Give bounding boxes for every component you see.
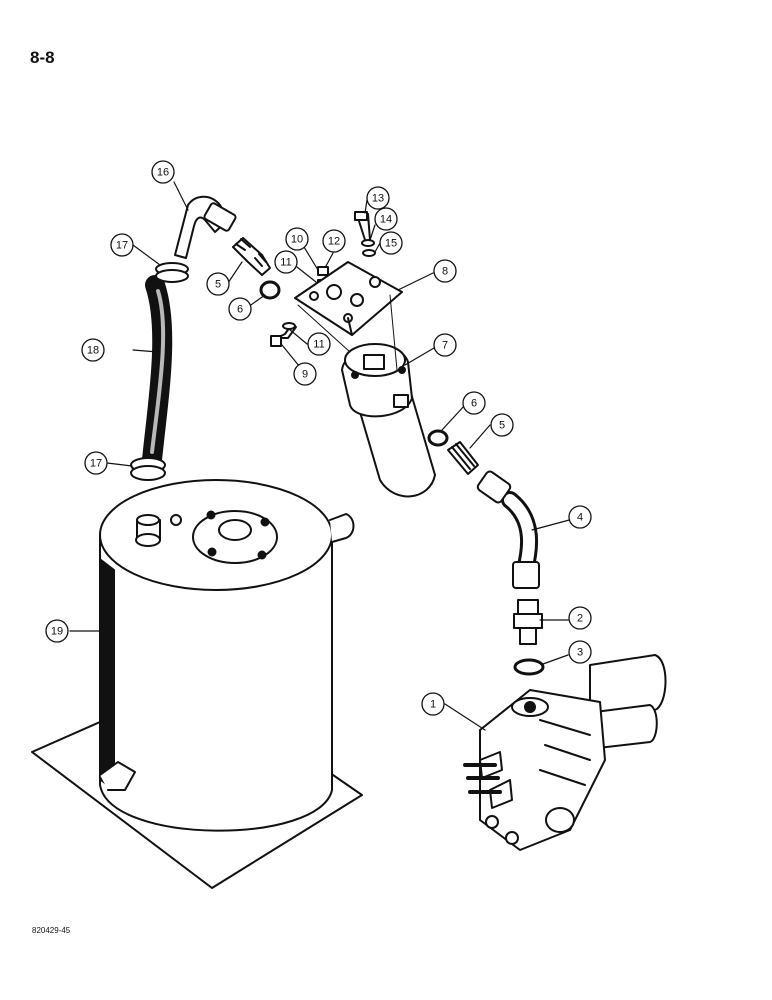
callout-17: 17 — [84, 451, 108, 475]
callout-label: 5 — [499, 420, 505, 432]
callout-17: 17 — [110, 233, 134, 257]
hydraulic-filter — [297, 294, 436, 498]
callout-label: 12 — [328, 236, 340, 248]
callout-3: 3 — [568, 640, 592, 664]
callout-2: 2 — [568, 606, 592, 630]
callout-6: 6 — [228, 297, 252, 321]
callout-7: 7 — [433, 333, 457, 357]
figure-code: 820429-45 — [32, 926, 71, 935]
callout-label: 8 — [442, 266, 448, 278]
callout-11: 11 — [274, 250, 298, 274]
callout-label: 19 — [51, 626, 63, 638]
callout-4: 4 — [568, 505, 592, 529]
callout-label: 3 — [577, 647, 583, 659]
pressure-line-fittings — [427, 429, 545, 676]
callout-label: 13 — [372, 193, 384, 205]
leader-lines — [69, 181, 574, 731]
callout-label: 7 — [442, 340, 448, 352]
callout-19: 19 — [45, 619, 69, 643]
callout-16: 16 — [151, 160, 175, 184]
callout-label: 6 — [237, 304, 243, 316]
callout-13: 13 — [366, 186, 390, 210]
callout-9: 9 — [293, 362, 317, 386]
callout-label: 4 — [577, 512, 583, 524]
callout-label: 16 — [157, 167, 169, 179]
callout-label: 10 — [291, 234, 303, 246]
callout-label: 9 — [302, 369, 308, 381]
callout-1: 1 — [421, 692, 445, 716]
callout-label: 18 — [87, 345, 99, 357]
hydraulic-reservoir — [31, 479, 363, 889]
callout-label: 15 — [385, 238, 397, 250]
callout-15: 15 — [379, 231, 403, 255]
callout-14: 14 — [374, 207, 398, 231]
callout-5: 5 — [206, 272, 230, 296]
callout-label: 17 — [116, 240, 128, 252]
callout-8: 8 — [433, 259, 457, 283]
callout-label: 6 — [471, 398, 477, 410]
callout-5: 5 — [490, 413, 514, 437]
page-number: 8-8 — [30, 48, 55, 67]
callout-12: 12 — [322, 229, 346, 253]
callout-label: 1 — [430, 699, 436, 711]
filter-mounting-bracket — [294, 261, 403, 336]
callout-label: 11 — [313, 339, 324, 351]
callout-11: 11 — [307, 332, 331, 356]
callout-label: 2 — [577, 613, 583, 625]
callout-10: 10 — [285, 227, 309, 251]
return-hose — [130, 195, 237, 481]
callout-6: 6 — [462, 391, 486, 415]
callout-label: 5 — [215, 279, 221, 291]
callout-label: 14 — [380, 214, 392, 226]
upper-fitting — [232, 237, 281, 300]
callout-label: 17 — [90, 458, 102, 470]
control-valve — [463, 654, 667, 851]
callout-label: 11 — [280, 257, 291, 269]
callout-18: 18 — [81, 338, 105, 362]
